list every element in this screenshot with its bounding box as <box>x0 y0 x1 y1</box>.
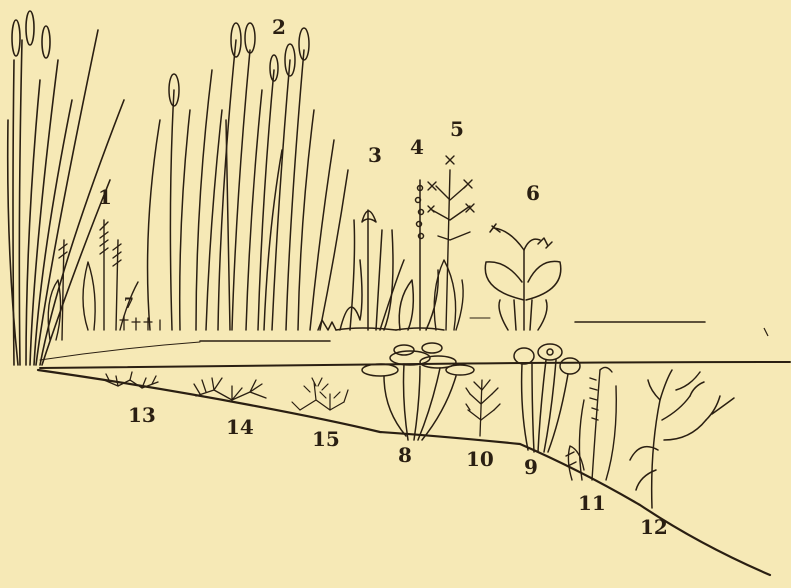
label-14: 14 <box>226 415 254 439</box>
label-4: 4 <box>410 135 424 159</box>
label-3: 3 <box>368 143 382 167</box>
label-7: 7 <box>124 296 134 312</box>
label-2: 2 <box>272 15 286 39</box>
label-5: 5 <box>450 117 464 141</box>
label-15: 15 <box>312 427 340 451</box>
label-11: 11 <box>578 491 606 515</box>
label-13: 13 <box>128 403 156 427</box>
label-12: 12 <box>640 515 668 539</box>
label-10: 10 <box>466 447 494 471</box>
label-9: 9 <box>524 455 538 479</box>
label-8: 8 <box>398 443 412 467</box>
label-1: 1 <box>98 185 112 209</box>
label-6: 6 <box>526 181 540 205</box>
